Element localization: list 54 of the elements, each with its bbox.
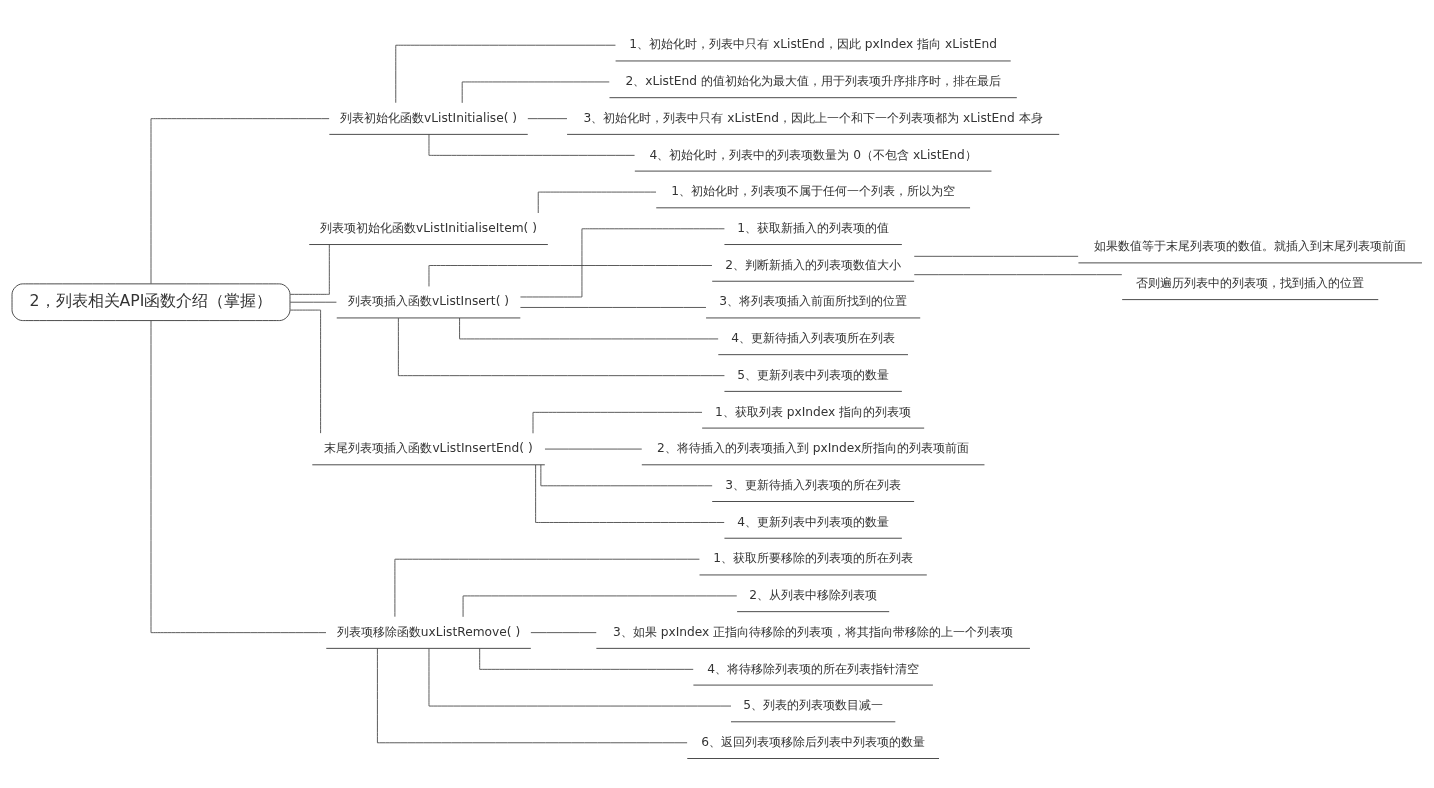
node-text: 1、初始化时，列表中只有 xListEnd，因此 pxIndex 指向 xListEnd — [629, 37, 997, 52]
node-text: 如果数值等于末尾列表项的数值。就插入到末尾列表项前面 — [1094, 239, 1407, 254]
connector — [913, 274, 1123, 276]
connector — [520, 228, 725, 298]
connector — [150, 320, 327, 634]
connector — [289, 309, 322, 434]
node-text: 1、获取新插入的列表项的值 — [737, 221, 890, 236]
connector — [289, 301, 337, 303]
connector — [537, 191, 657, 214]
node-text: 列表项初始化函数vListInitialiseItem( ) — [320, 221, 537, 236]
connector — [520, 307, 707, 308]
node-text: 2、从列表中移除列表项 — [749, 588, 878, 603]
node-text: 2、xListEnd 的值初始化为最大值，用于列表项升序排序时，排在最后 — [625, 74, 1001, 89]
connector — [376, 647, 688, 744]
node-text: 列表初始化函数vListInitialise( ) — [339, 110, 518, 125]
node-text: 5、更新列表中列表项的数量 — [737, 367, 890, 382]
connector — [459, 317, 719, 340]
connector — [527, 118, 568, 120]
connector — [913, 255, 1079, 257]
node-box: 2，列表相关API函数介绍（掌握） — [11, 283, 291, 321]
node-text: 4、更新待插入列表项所在列表 — [731, 331, 896, 346]
node-text: 列表项插入函数vListInsert( ) — [348, 294, 510, 309]
node-text: 3、更新待插入列表项的所在列表 — [725, 478, 902, 493]
node-text: 1、获取所要移除的列表项的所在列表 — [713, 551, 914, 566]
connector — [540, 464, 713, 487]
node-text: 4、将待移除列表项的所在列表指针清空 — [707, 661, 920, 676]
node-text: 4、更新列表中列表项的数量 — [737, 514, 890, 529]
node-text: 3、初始化时，列表中只有 xListEnd，因此上一个和下一个列表项都为 xListEnd 本身 — [583, 110, 1043, 125]
node-text: 6、返回列表项移除后列表中列表项的数量 — [701, 735, 926, 749]
connector — [395, 44, 616, 104]
connector — [150, 118, 330, 285]
node-text: 5、列表的列表项数目减一 — [743, 698, 884, 713]
node-text: 2、将待插入的列表项插入到 pxIndex所指向的列表项前面 — [657, 441, 970, 456]
connector — [535, 464, 725, 523]
connector — [428, 265, 713, 287]
connector — [462, 595, 738, 618]
node-text: 1、初始化时，列表项不属于任何一个列表，所以为空 — [671, 184, 956, 199]
node-text: 3、将列表项插入前面所找到的位置 — [719, 294, 908, 309]
node-text: 4、初始化时，列表中的列表项数量为 0（不包含 xListEnd） — [649, 147, 977, 162]
connector — [428, 648, 732, 707]
connector — [289, 244, 330, 295]
connector — [397, 317, 725, 377]
connector — [479, 648, 694, 670]
connector — [461, 81, 610, 104]
node-text: 列表项移除函数uxListRemove( ) — [336, 624, 521, 639]
node-text: 3、如果 pxIndex 正指向待移除的列表项，将其指向带移除的上一个列表项 — [613, 624, 1014, 639]
node-text: 2、判断新插入的列表项数值大小 — [725, 257, 902, 272]
connector — [532, 411, 703, 434]
connector — [530, 632, 597, 634]
node-text: 1、获取列表 pxIndex 指向的列表项 — [715, 404, 912, 419]
connector — [394, 558, 700, 618]
connector — [428, 134, 635, 156]
node-text: 否则遍历列表中的列表项，找到插入的位置 — [1136, 276, 1365, 291]
node-text: 末尾列表项插入函数vListInsertEnd( ) — [324, 441, 533, 456]
